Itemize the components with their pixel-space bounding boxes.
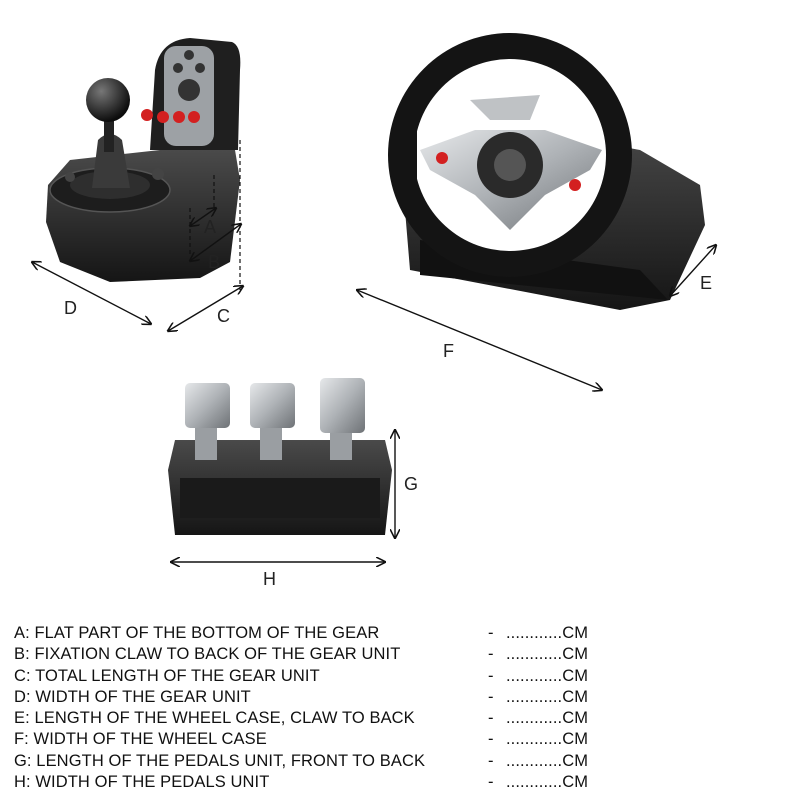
dimension-label-d: D	[64, 298, 77, 318]
dimension-label-e: E	[700, 273, 712, 293]
legend-row: E: LENGTH OF THE WHEEL CASE, CLAW TO BAC…	[14, 708, 794, 729]
legend-row: D: WIDTH OF THE GEAR UNIT -............CM	[14, 687, 794, 708]
dimension-arrow-b	[190, 224, 241, 261]
dimension-arrow-f	[357, 290, 602, 390]
measurement-blank-field[interactable]: ............CM	[506, 709, 589, 728]
dimension-letters: A B C D E F G H	[64, 217, 712, 589]
dimension-label-b: B	[208, 252, 220, 272]
legend-dash: -	[488, 666, 494, 685]
legend-description: B: FIXATION CLAW TO BACK OF THE GEAR UNI…	[14, 645, 401, 664]
measurement-blank-field[interactable]: ............CM	[506, 645, 589, 664]
legend-description: H: WIDTH OF THE PEDALS UNIT	[14, 773, 270, 792]
legend-description: C: TOTAL LENGTH OF THE GEAR UNIT	[14, 666, 320, 685]
legend-description: E: LENGTH OF THE WHEEL CASE, CLAW TO BAC…	[14, 709, 415, 728]
product-diagram: A B C D E F G H	[0, 33, 800, 589]
dimension-arrow-c	[168, 286, 243, 331]
legend-description: D: WIDTH OF THE GEAR UNIT	[14, 687, 251, 706]
measurement-blank-field[interactable]: ............CM	[506, 624, 589, 642]
dimension-label-f: F	[443, 341, 454, 361]
legend-dash: -	[488, 645, 494, 664]
legend-description: G: LENGTH OF THE PEDALS UNIT, FRONT TO B…	[14, 751, 426, 770]
legend-description: A: FLAT PART OF THE BOTTOM OF THE GEAR	[14, 624, 380, 642]
dimension-arrow-d	[32, 262, 151, 324]
legend-row: A: FLAT PART OF THE BOTTOM OF THE GEAR -.…	[14, 623, 794, 644]
measurement-blank-field[interactable]: ............CM	[506, 730, 589, 749]
measurement-blank-field[interactable]: ............CM	[506, 687, 589, 706]
steering-wheel-unit	[388, 33, 705, 310]
legend-dash: -	[488, 709, 494, 728]
dimension-arrows	[32, 208, 716, 562]
dimension-label-c: C	[217, 306, 230, 326]
dimension-label-a: A	[204, 217, 216, 237]
dimension-legend: A: FLAT PART OF THE BOTTOM OF THE GEAR -.…	[14, 623, 794, 793]
legend-row: H: WIDTH OF THE PEDALS UNIT -............…	[14, 772, 794, 793]
legend-row: C: TOTAL LENGTH OF THE GEAR UNIT -.......…	[14, 666, 794, 687]
legend-dash: -	[488, 773, 494, 792]
legend-dash: -	[488, 730, 494, 749]
dimension-arrow-e	[670, 245, 716, 296]
legend-description: F: WIDTH OF THE WHEEL CASE	[14, 730, 267, 749]
measurement-blank-field[interactable]: ............CM	[506, 666, 589, 685]
legend-dash: -	[488, 624, 494, 642]
dimension-label-g: G	[404, 474, 418, 494]
legend-row: F: WIDTH OF THE WHEEL CASE -............C…	[14, 729, 794, 750]
legend-dash: -	[488, 687, 494, 706]
pedals-unit	[168, 378, 392, 535]
measurement-blank-field[interactable]: ............CM	[506, 773, 589, 792]
legend-row: G: LENGTH OF THE PEDALS UNIT, FRONT TO B…	[14, 751, 794, 772]
dimension-label-h: H	[263, 569, 276, 589]
legend-row: B: FIXATION CLAW TO BACK OF THE GEAR UNI…	[14, 644, 794, 665]
legend-dash: -	[488, 751, 494, 770]
measurement-blank-field[interactable]: ............CM	[506, 751, 589, 770]
gear-shifter-unit	[46, 38, 241, 282]
